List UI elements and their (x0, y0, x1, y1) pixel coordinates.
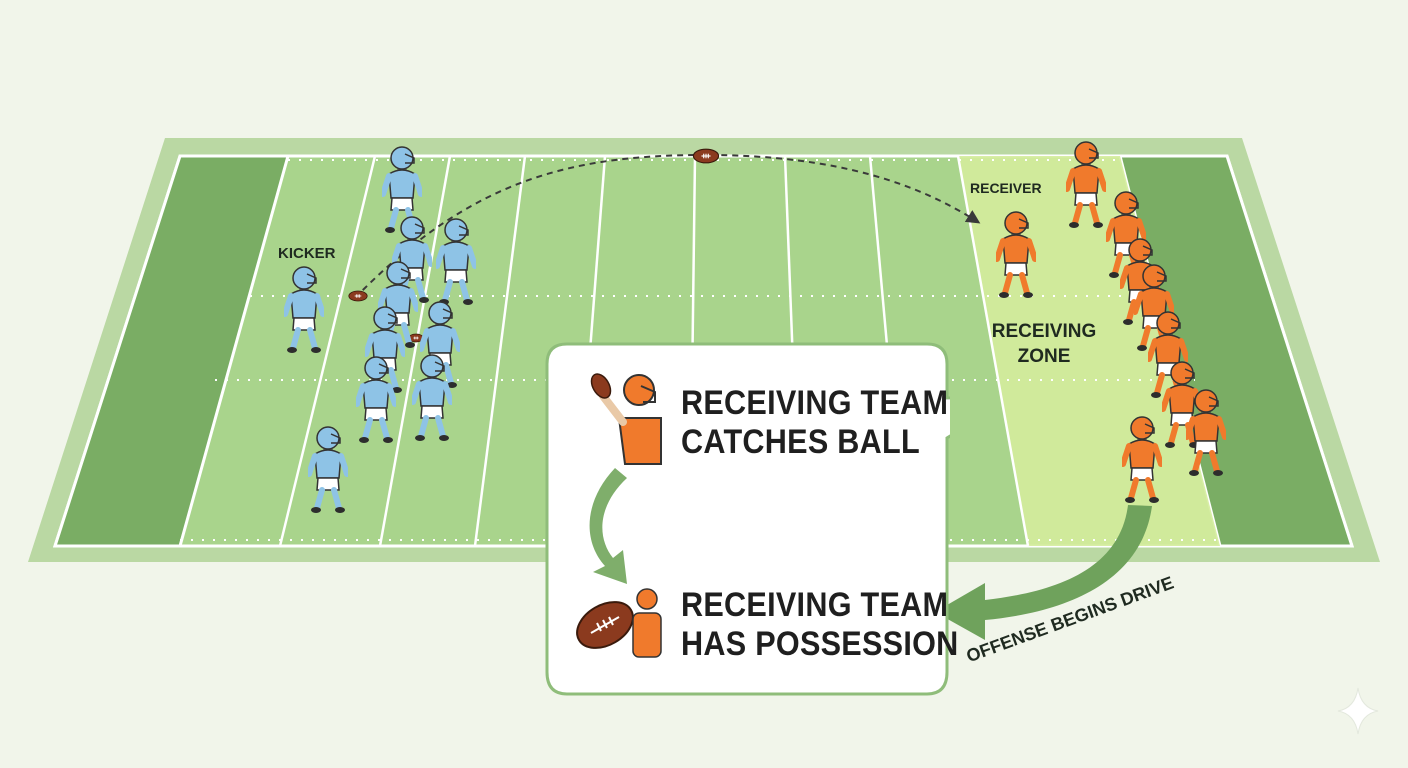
step2-line1: RECEIVING TEAM (681, 586, 949, 624)
step2-text: RECEIVING TEAM HAS POSSESSION (681, 586, 959, 664)
kick-trajectory (354, 153, 981, 299)
step1-line2: CATCHES BALL (681, 423, 920, 461)
left-endzone (52, 154, 290, 548)
receiver-label: RECEIVER (970, 180, 1042, 196)
step1-text: RECEIVING TEAM CATCHES BALL (681, 384, 948, 462)
callout-box: RECEIVING TEAM CATCHES BALL RECEIVING TE… (545, 342, 958, 697)
receiving-zone-label-line1: RECEIVING (992, 321, 1097, 342)
kicker-label: KICKER (278, 245, 336, 262)
receiving-zone-label-line2: ZONE (1018, 346, 1071, 367)
step2-line2: HAS POSSESSION (681, 625, 959, 663)
catching-player-icon (590, 373, 662, 465)
offense-drive-arrow (935, 505, 1152, 640)
football-kicked (348, 290, 368, 302)
football-in-air (692, 148, 720, 164)
step1-line1: RECEIVING TEAM (681, 384, 949, 422)
sparkle-icon (1337, 687, 1379, 735)
curved-arrow-icon (589, 468, 627, 584)
football-and-person-icon (576, 588, 662, 658)
